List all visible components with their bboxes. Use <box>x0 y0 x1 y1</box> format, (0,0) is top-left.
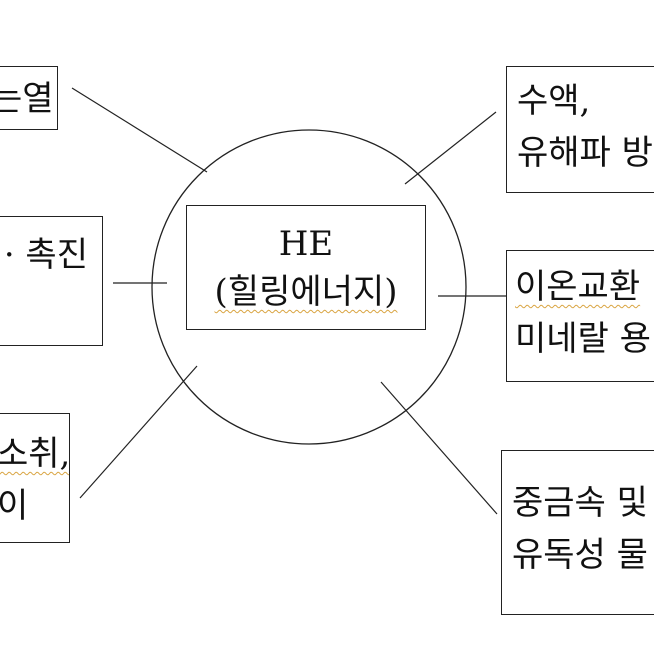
center-label-he: HE <box>278 224 334 264</box>
center-label-healing-energy: (힐링에너지) <box>214 272 398 312</box>
center-circle <box>151 129 467 445</box>
connector-left-bottom <box>79 365 198 499</box>
left-box-top-label: 는열 <box>0 79 54 119</box>
left-box-middle-label: · 촉진 <box>3 235 88 275</box>
center-box: HE (힐링에너지) <box>186 205 426 330</box>
right-box-top-line1: 수액, <box>517 81 591 121</box>
right-box-top-line2: 유해파 방 <box>517 133 653 173</box>
right-box-bottom-line1: 중금속 및 <box>512 483 648 523</box>
right-box-middle: 이온교환 미네랄 용 <box>506 250 654 382</box>
left-box-middle: · 촉진 <box>0 216 103 346</box>
left-box-bottom-line2: 이 <box>0 486 29 526</box>
left-box-bottom: 소취, 이 <box>0 413 70 543</box>
right-box-bottom-line2: 유독성 물 <box>512 535 648 575</box>
connector-right-top <box>404 111 497 185</box>
connector-right-bottom <box>380 381 498 515</box>
right-box-middle-line2: 미네랄 용 <box>515 319 651 359</box>
right-box-top: 수액, 유해파 방 <box>506 66 654 193</box>
left-box-top: 는열 <box>0 66 58 130</box>
connector-left-top <box>71 87 208 173</box>
right-box-bottom: 중금속 및 유독성 물 <box>501 450 654 615</box>
left-box-bottom-line1: 소취, <box>0 434 70 474</box>
right-box-middle-line1: 이온교환 <box>515 267 641 307</box>
